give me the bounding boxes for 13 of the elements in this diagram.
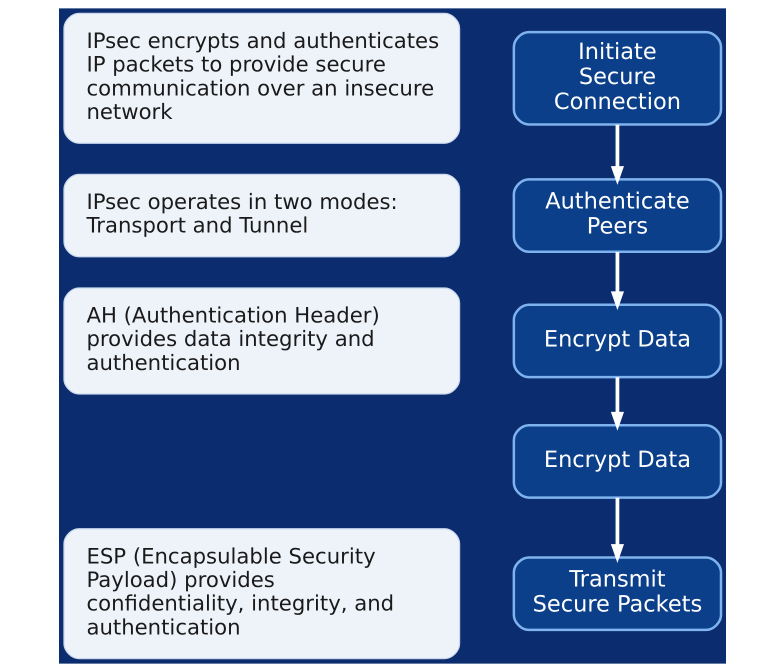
arrow [610,252,624,310]
node-box: Transmit Secure Packets [512,556,722,632]
node-box: Encrypt Data [512,424,722,499]
node-box: Initiate Secure Connection [512,30,722,126]
node-box: Authenticate Peers [512,178,722,254]
node-box: Encrypt Data [512,304,722,378]
arrow [610,124,624,185]
arrow [610,377,624,431]
node-box: IPsec encrypts and authenticates IP packets to provide secure communication over an insecure network [62,12,460,144]
arrow [610,498,624,563]
node-box: ESP (Encapsulable Security Payload) provides confidentiality, integrity, and authentication [62,528,460,660]
node-box: AH (Authentication Header) provides data integrity and authentication [62,287,460,395]
node-box: IPsec operates in two modes: Transport and Tunnel [62,174,460,258]
